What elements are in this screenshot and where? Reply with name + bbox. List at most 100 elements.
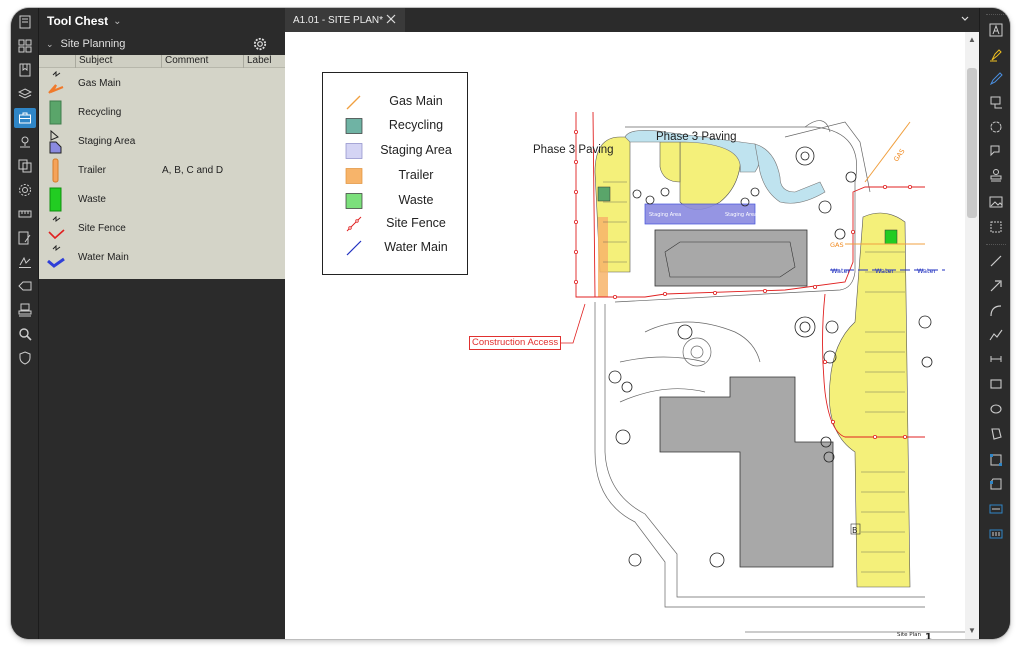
legend-item: Trailer [323,164,469,188]
site-fence-icon [48,216,65,240]
table-row[interactable]: Gas Main [39,69,285,98]
stamps-button[interactable] [14,300,36,320]
arrow-tool[interactable] [987,277,1005,295]
water-main-line-icon [346,240,362,256]
ellipse-tool[interactable] [987,400,1005,418]
legend: Gas Main Recycling Staging Area Trailer … [322,72,468,275]
image-tool[interactable] [987,193,1005,211]
building-outline [664,241,796,278]
water-label: Water [831,267,851,275]
snapshot-tool[interactable] [987,218,1005,236]
tags-button[interactable] [14,276,36,296]
text-box-tool[interactable] [987,21,1005,39]
table-row[interactable]: Waste [39,185,285,214]
layers-button[interactable] [14,84,36,104]
drawing-canvas[interactable]: Staging Area Staging Area [285,32,965,639]
column-header-label[interactable]: Label [243,55,285,68]
polygon-measure-icon [990,478,1002,490]
phase-paving-label: Phase 3 Paving [533,144,614,156]
gear-icon[interactable] [253,37,267,51]
divider [986,14,1006,15]
bookmarks-button[interactable] [14,60,36,80]
scroll-up-arrow[interactable]: ▲ [968,35,976,44]
ruler-icon [18,210,32,218]
parking-stripes [603,181,905,573]
column-header-comment[interactable]: Comment [161,55,243,68]
compare-button[interactable] [14,156,36,176]
right-markup-rail [979,8,1010,639]
subject-cell: Trailer [78,165,106,176]
highlighter-icon [990,49,1002,62]
markups-list-button[interactable] [14,228,36,248]
area-measure-icon [990,454,1002,466]
table-row[interactable]: Staging Area [39,127,285,156]
trailer-box-icon [345,168,363,184]
tag-icon [18,281,32,291]
text-box-icon [989,23,1003,37]
polygon-measure-tool[interactable] [987,475,1005,493]
arc-tool[interactable] [987,302,1005,320]
thumbnails-button[interactable] [14,12,36,32]
close-icon[interactable] [385,13,397,25]
stamp-icon [990,169,1002,182]
polyline-tool[interactable] [987,326,1005,344]
construction-access-callout[interactable]: Construction Access [469,336,562,350]
document-tab-label: A1.01 - SITE PLAN* [293,14,384,26]
panel-title: Tool Chest [47,14,109,28]
water-main-icon [47,245,65,268]
length-measure-tool[interactable] [987,500,1005,518]
waste-markup [884,229,898,245]
legend-item: Recycling [323,114,469,138]
tool-chest-button[interactable] [14,108,36,128]
table-row[interactable]: Water Main [39,243,285,272]
document-tab[interactable]: A1.01 - SITE PLAN* [285,8,405,32]
pen-tool[interactable] [987,70,1005,88]
edit-list-icon [18,231,31,245]
highlighter-tool[interactable] [987,46,1005,64]
grid-icon [18,39,32,53]
search-button[interactable] [14,324,36,344]
column-header-subject[interactable]: Subject [75,55,161,68]
curb-strip [754,143,826,204]
chevron-down-icon[interactable]: ⌄ [113,15,122,27]
arrow-callout-tool[interactable] [987,142,1005,160]
scroll-down-arrow[interactable]: ▼ [968,626,976,635]
spaces-button[interactable] [14,348,36,368]
scroll-thumb[interactable] [967,68,977,218]
polygon-tool[interactable] [987,425,1005,443]
rectangle-tool[interactable] [987,375,1005,393]
tool-set-group-header[interactable]: ⌄ Site Planning [39,35,285,53]
properties-button[interactable] [14,180,36,200]
length-measure-icon [989,504,1003,514]
measurements-button[interactable] [14,204,36,224]
dimension-tool[interactable] [987,350,1005,368]
gas-main-line-icon [346,95,361,110]
left-tool-rail [11,8,39,639]
stamp-tool[interactable] [987,166,1005,184]
arrow-icon [990,280,1002,292]
sheet-number: 1 [925,632,932,639]
cloud-tool[interactable] [987,118,1005,136]
chevron-down-icon[interactable]: ⌄ [46,38,54,49]
count-measure-tool[interactable] [987,525,1005,543]
comment-cell: A, B, C and D [162,165,224,176]
table-row[interactable]: Recycling [39,98,285,127]
callout-tool[interactable] [987,94,1005,112]
legend-label: Staging Area [380,143,452,157]
divider [986,244,1006,245]
site-fence-line-icon [346,216,362,232]
vertical-scrollbar[interactable]: ▲ ▼ [965,32,979,639]
area-measure-tool[interactable] [987,451,1005,469]
tool-chest-header[interactable]: Tool Chest ⌄ [39,8,285,34]
legend-item: Staging Area [323,139,469,163]
table-row[interactable]: Trailer A, B, C and D [39,156,285,185]
signatures-button[interactable] [14,252,36,272]
chevron-down-icon[interactable] [959,13,971,25]
table-row[interactable]: Site Fence [39,214,285,243]
line-tool[interactable] [987,252,1005,270]
rectangle-icon [990,379,1002,389]
recycling-box-icon [345,118,363,134]
grid-view-button[interactable] [14,36,36,56]
places-button[interactable] [14,132,36,152]
marker-b [850,523,861,535]
